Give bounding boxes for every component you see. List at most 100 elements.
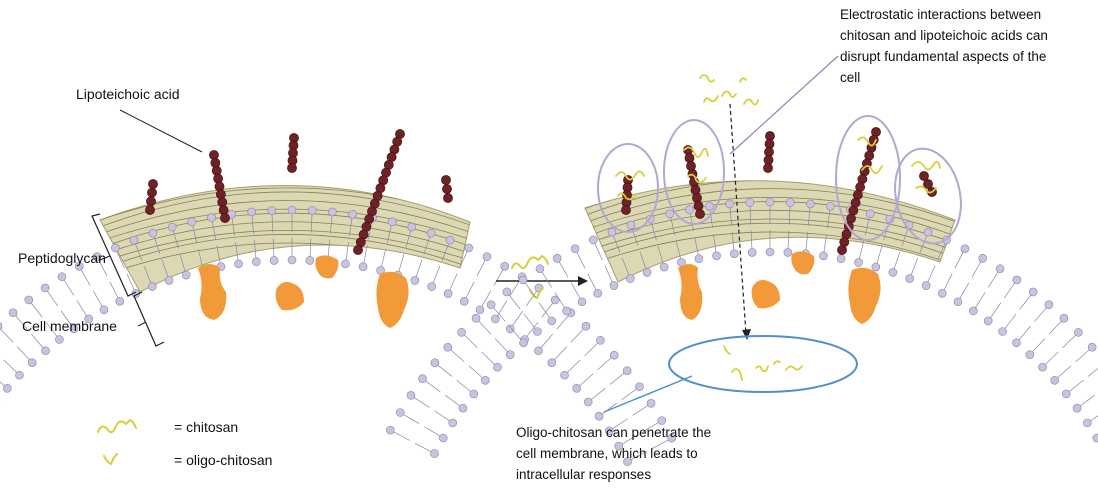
lta-bead bbox=[685, 153, 694, 162]
lipid-head bbox=[235, 260, 243, 268]
lipid-head bbox=[3, 384, 11, 392]
electrostatic-line-3: disrupt fundamental aspects of the bbox=[840, 46, 1098, 67]
lipid-head bbox=[28, 359, 36, 367]
lipid-tail bbox=[928, 266, 935, 282]
left-cell-wall bbox=[0, 129, 676, 465]
lipid-tail bbox=[1088, 365, 1098, 376]
left-membrane-protein-4 bbox=[376, 272, 408, 328]
lipid-tail bbox=[542, 272, 552, 287]
lipid-tail bbox=[1004, 283, 1014, 298]
lipid-tail bbox=[605, 266, 612, 282]
lipid-head bbox=[481, 376, 489, 384]
lipid-tail bbox=[894, 252, 900, 269]
lipid-head bbox=[806, 200, 814, 208]
lipid-head bbox=[506, 325, 514, 333]
lipid-head bbox=[578, 298, 586, 306]
lipid-head bbox=[458, 328, 466, 336]
lta-bead bbox=[145, 205, 154, 214]
lipid-head bbox=[954, 298, 962, 306]
lipid-tail bbox=[469, 366, 482, 378]
oligo-line-3: intracellular responses bbox=[516, 464, 766, 485]
lipid-head bbox=[819, 252, 827, 260]
lipid-head bbox=[548, 359, 556, 367]
lipid-head bbox=[561, 371, 569, 379]
lipid-head bbox=[130, 236, 138, 244]
lipid-head bbox=[726, 200, 734, 208]
lipid-tail bbox=[1063, 335, 1076, 348]
lipid-tail bbox=[434, 411, 449, 421]
lipid-tail bbox=[588, 274, 596, 290]
lipid-tail bbox=[1049, 321, 1061, 334]
lipid-head bbox=[594, 289, 602, 297]
lipid-head bbox=[493, 363, 501, 371]
lipid-tail bbox=[477, 260, 485, 276]
lipid-head bbox=[999, 327, 1007, 335]
electrostatic-annotation: Electrostatic interactions between chito… bbox=[840, 4, 1098, 88]
lipid-tail bbox=[577, 252, 585, 268]
lipid-head bbox=[168, 223, 176, 231]
cell-membrane-label-line bbox=[138, 322, 146, 326]
lipid-tail bbox=[509, 295, 520, 309]
lipid-tail bbox=[497, 300, 507, 315]
lipid-head bbox=[472, 314, 480, 322]
lipid-head bbox=[58, 273, 66, 281]
cell-membrane-label: Cell membrane bbox=[22, 316, 117, 337]
lipid-head bbox=[596, 336, 604, 344]
lipid-head bbox=[407, 391, 415, 399]
lipid-head bbox=[444, 343, 452, 351]
lipid-tail bbox=[990, 303, 1000, 318]
lipid-head bbox=[431, 359, 439, 367]
lipid-tail bbox=[595, 244, 602, 260]
lipid-tail bbox=[457, 380, 471, 391]
free-chitosan-molecules bbox=[700, 75, 758, 105]
transition-arrow bbox=[496, 276, 588, 286]
lipid-head bbox=[9, 309, 17, 317]
lipid-tail bbox=[988, 272, 998, 287]
lta-bead bbox=[692, 193, 701, 202]
lipid-head bbox=[1060, 314, 1068, 322]
lipid-head bbox=[837, 255, 845, 263]
lipid-tail bbox=[495, 339, 507, 352]
lipid-head bbox=[1062, 390, 1070, 398]
lipid-head bbox=[446, 236, 454, 244]
lipid-head bbox=[341, 260, 349, 268]
lipid-head bbox=[100, 306, 108, 314]
lipid-tail bbox=[64, 280, 74, 295]
lta-bead bbox=[146, 197, 155, 206]
oligo-line-1: Oligo-chitosan can penetrate the bbox=[516, 422, 766, 443]
lipid-tail bbox=[110, 282, 118, 298]
lipid-tail bbox=[975, 292, 985, 307]
lipid-head bbox=[969, 307, 977, 315]
electrostatic-line-2: chitosan and lipoteichoic acids can bbox=[840, 25, 1098, 46]
lipid-head bbox=[635, 383, 643, 391]
lipid-head bbox=[1083, 419, 1091, 427]
lipid-tail bbox=[1091, 411, 1098, 421]
lta-bead bbox=[220, 213, 229, 222]
lta-bead bbox=[837, 245, 846, 254]
lipid-head bbox=[476, 306, 484, 314]
lipid-head bbox=[608, 228, 616, 236]
lipid-head bbox=[396, 408, 404, 416]
lta-bead bbox=[442, 184, 451, 193]
oligo-pointer-line bbox=[604, 376, 692, 412]
lipid-head bbox=[784, 248, 792, 256]
lipid-tail bbox=[426, 381, 441, 392]
lipid-tail bbox=[364, 245, 367, 263]
lta-bead bbox=[148, 179, 157, 188]
lipid-head bbox=[439, 434, 447, 442]
lipid-head bbox=[520, 339, 528, 347]
lipid-head bbox=[623, 367, 631, 375]
lipid-head bbox=[1045, 301, 1053, 309]
lipid-tail bbox=[1076, 350, 1089, 362]
lipid-head bbox=[111, 244, 119, 252]
lipid-head bbox=[506, 351, 514, 359]
lipid-tail bbox=[567, 360, 580, 373]
lipid-head bbox=[487, 301, 495, 309]
lipid-tail bbox=[591, 388, 605, 399]
lipid-tail bbox=[944, 274, 952, 290]
lipid-head bbox=[534, 347, 542, 355]
lipid-tail bbox=[414, 398, 429, 408]
lta-bead bbox=[287, 163, 296, 172]
lipid-tail bbox=[424, 427, 439, 436]
lipid-head bbox=[1088, 343, 1096, 351]
